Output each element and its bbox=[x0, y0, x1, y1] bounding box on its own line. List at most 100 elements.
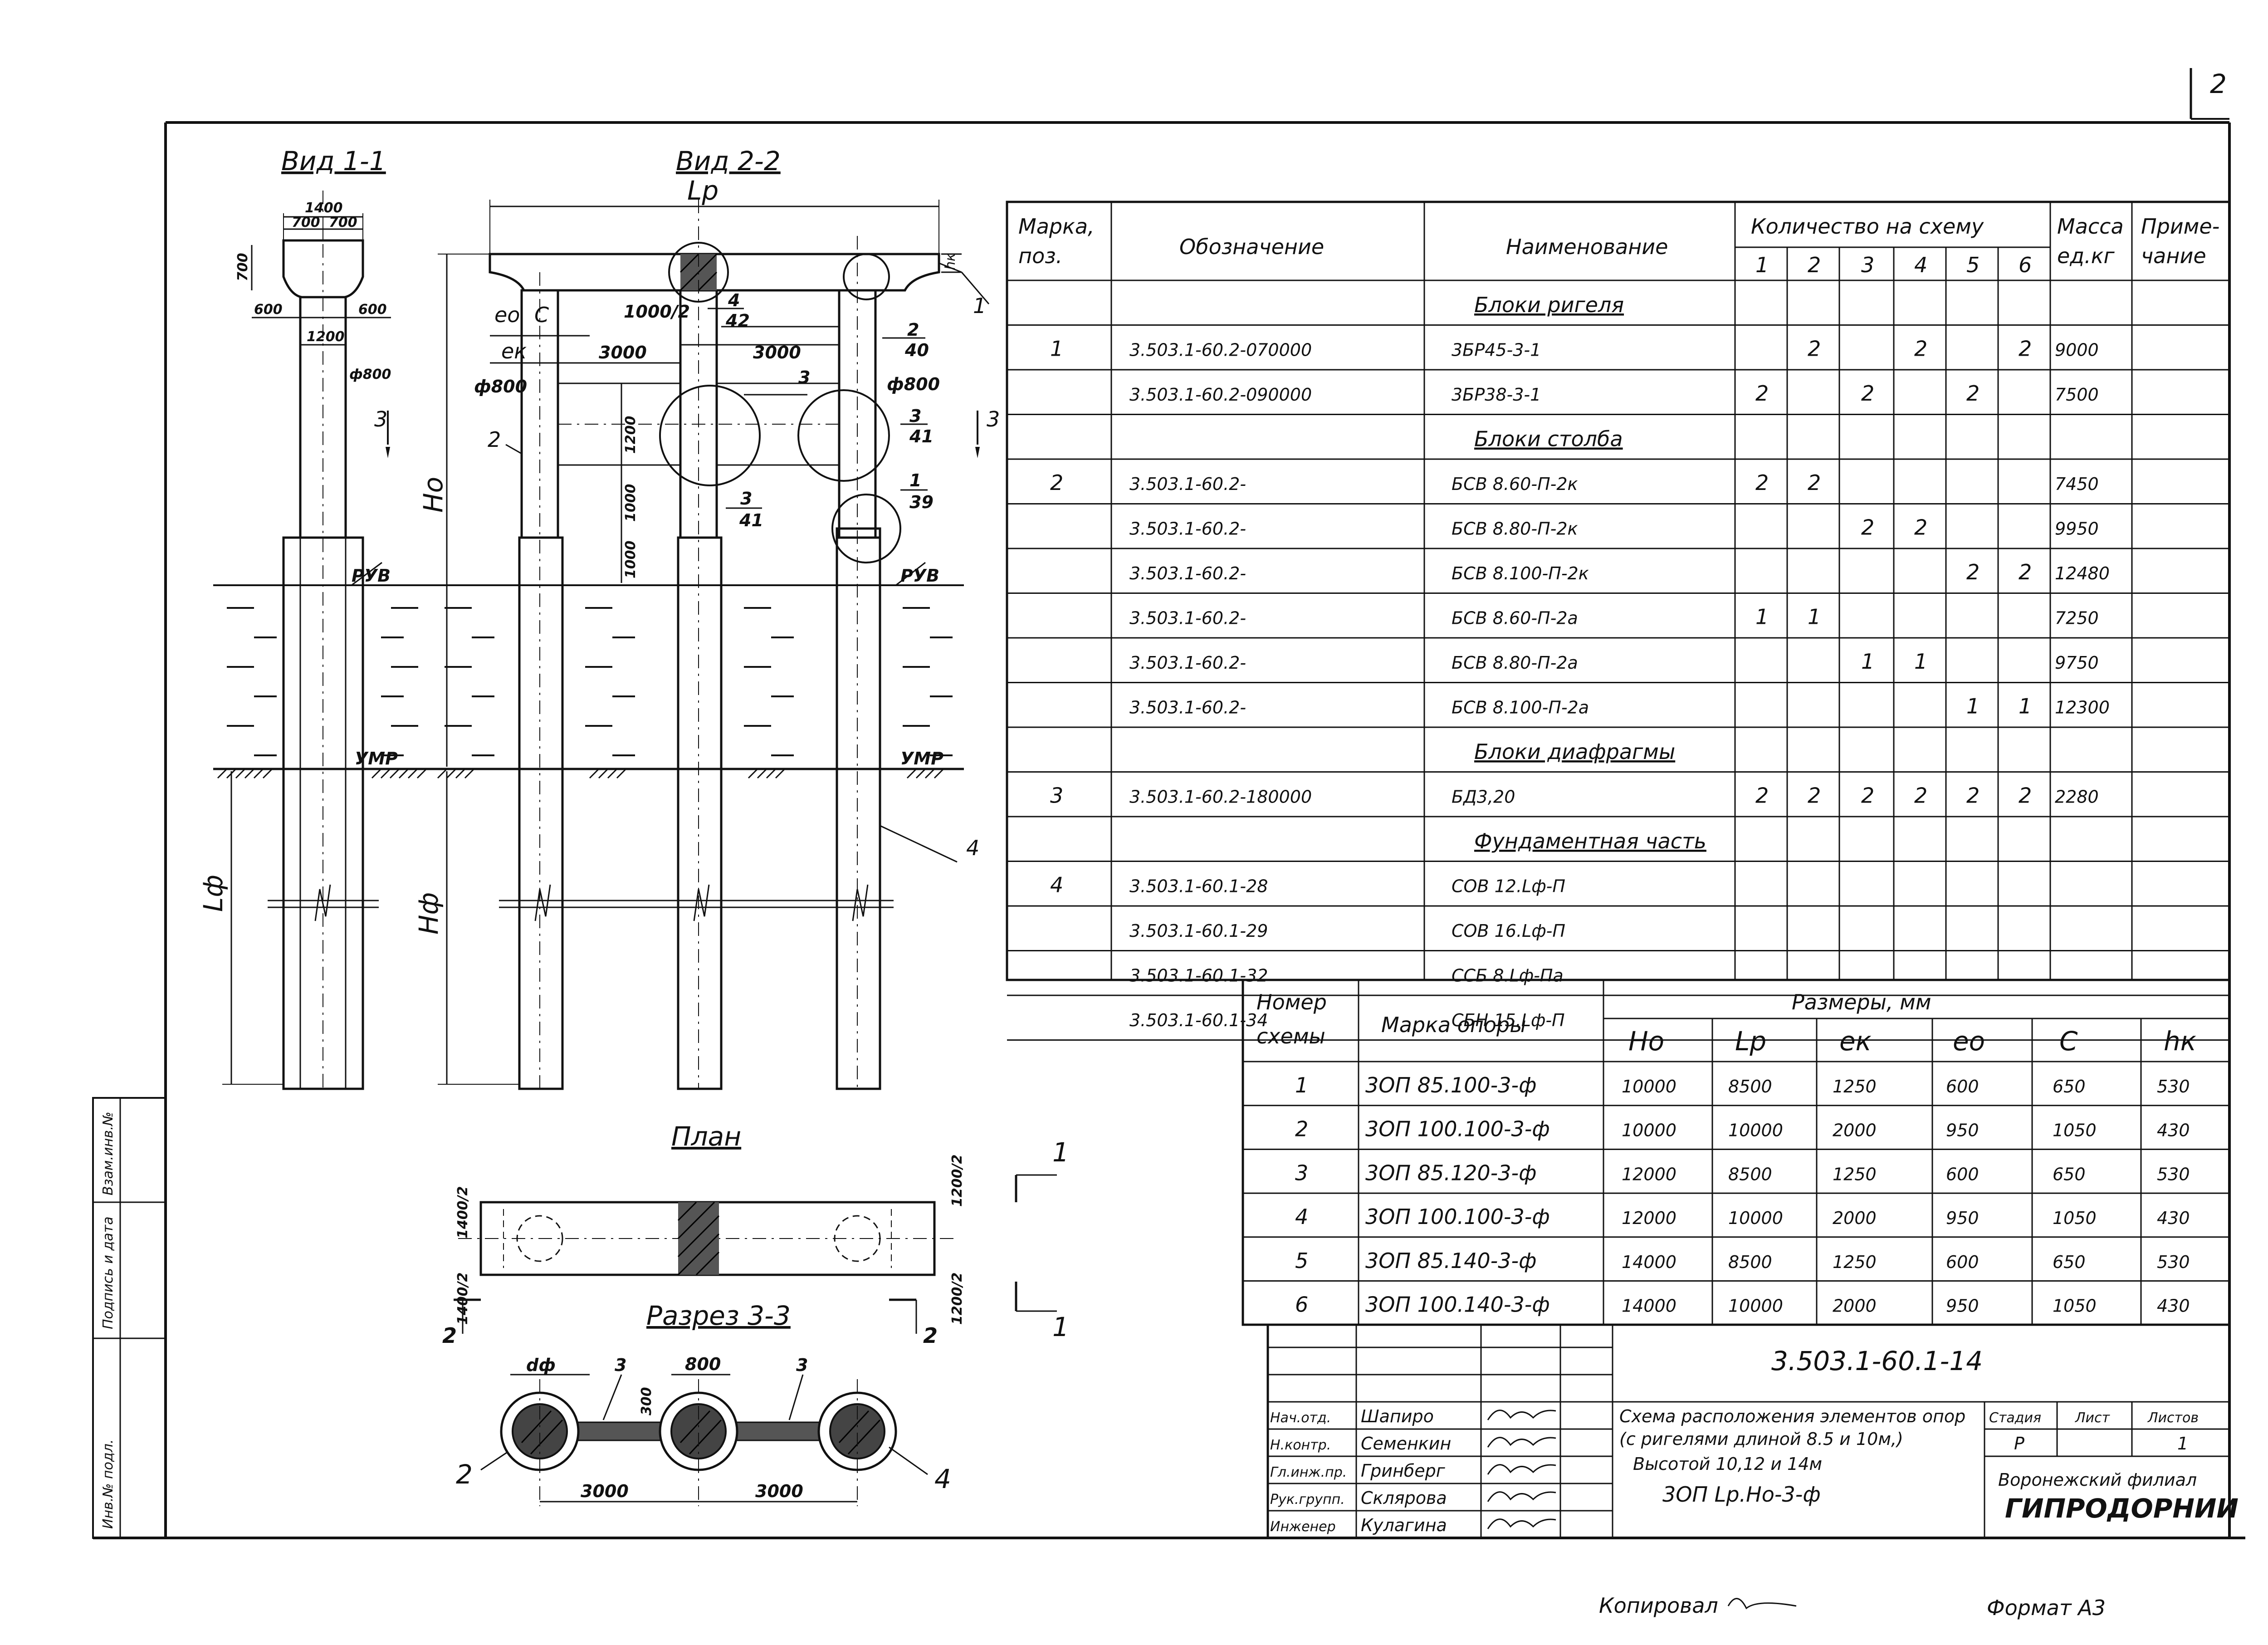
title-signature bbox=[1487, 1518, 1556, 1529]
spec-row-designation: 3.503.1-60.1-28 bbox=[1129, 876, 1268, 896]
title-desc-2: (с ригелями длиной 8.5 и 10м,) bbox=[1619, 1429, 1903, 1449]
stamp-inv: Инв.№ подл. bbox=[100, 1439, 116, 1529]
view22-title: Вид 2-2 bbox=[676, 146, 781, 176]
plan-s1b: 1 bbox=[1052, 1312, 1069, 1342]
plan-s2a: 2 bbox=[442, 1323, 457, 1348]
dims-row-value: 600 bbox=[1946, 1252, 1979, 1272]
spec-row-qty: 1 bbox=[1861, 649, 1874, 674]
spec-row-qty: 2 bbox=[1966, 783, 1980, 808]
spec-row-qty: 2 bbox=[1755, 783, 1769, 808]
section33-c2: 2 bbox=[456, 1459, 473, 1490]
spec-row-designation: 3.503.1-60.2- bbox=[1129, 519, 1246, 539]
view22-ymp: УМР bbox=[900, 749, 943, 769]
view22-ho: Но bbox=[418, 477, 449, 513]
spec-row-qty: 2 bbox=[1861, 783, 1874, 808]
section33-c3b: 3 bbox=[796, 1355, 808, 1375]
spec-row-name: БСВ 8.60-П-2к bbox=[1452, 474, 1578, 494]
view11-sec3: 3 bbox=[374, 407, 387, 431]
dims-row-value: 8500 bbox=[1728, 1252, 1772, 1272]
spec-row-mass: 7500 bbox=[2055, 385, 2099, 405]
dims-row-value: 430 bbox=[2157, 1208, 2190, 1228]
view22-phi800a: ф800 bbox=[474, 377, 527, 397]
section33-d300: 300 bbox=[639, 1387, 655, 1415]
title-org-2: ГИПРОДОРНИИ bbox=[2005, 1493, 2239, 1524]
dims-col-1: Lр bbox=[1735, 1026, 1766, 1057]
spec-group-title: Блоки диафрагмы bbox=[1474, 739, 1675, 764]
dims-row-value: 10000 bbox=[1622, 1077, 1677, 1097]
dims-row-value: 2000 bbox=[1833, 1208, 1877, 1228]
dims-row-value: 10000 bbox=[1728, 1208, 1783, 1228]
dims-row-value: 14000 bbox=[1622, 1296, 1677, 1316]
view22-c3c: 3 bbox=[740, 489, 752, 509]
section-3-3: Разрез 3-3 dф 800 3 3 300 3000 3000 2 bbox=[456, 1300, 951, 1506]
spec-row-name: СОВ 16.Lф-П bbox=[1452, 921, 1565, 941]
spec-row-mark: 2 bbox=[1050, 470, 1063, 495]
spec-row-name: 3БР38-3-1 bbox=[1452, 385, 1541, 405]
spec-row-qty: 2 bbox=[1914, 337, 1927, 361]
view22-d3000a: 3000 bbox=[599, 343, 647, 362]
spec-row-qty: 2 bbox=[1755, 381, 1769, 406]
dims-row-value: 1050 bbox=[2053, 1296, 2097, 1316]
dims-row-value: 1250 bbox=[1833, 1077, 1877, 1097]
dims-row-brand: 3ОП 85.120-3-ф bbox=[1365, 1160, 1536, 1185]
dims-row-brand: 3ОП 100.100-3-ф bbox=[1365, 1204, 1550, 1229]
view22-d1000b: 1000 bbox=[623, 541, 639, 579]
spec-header-name: Наименование bbox=[1506, 235, 1668, 259]
title-sheets-label: Листов bbox=[2147, 1410, 2199, 1426]
spec-row-designation: 3.503.1-60.1-32 bbox=[1129, 966, 1268, 986]
dims-row-value: 2000 bbox=[1833, 1121, 1877, 1141]
spec-row-qty: 2 bbox=[1861, 381, 1874, 406]
dims-row-scheme: 3 bbox=[1295, 1160, 1308, 1185]
plan-title: План bbox=[671, 1121, 741, 1152]
view22-c1b: 1 bbox=[909, 470, 921, 490]
dims-row-brand: 3ОП 100.100-3-ф bbox=[1365, 1117, 1550, 1141]
title-role: Гл.инж.пр. bbox=[1270, 1464, 1347, 1480]
side-stamp: Инв.№ подл. Подпись и дата Взам.инв.№ bbox=[92, 1097, 166, 1539]
dims-col-3: ео bbox=[1953, 1026, 1985, 1057]
view22-d1000a: 1000 bbox=[623, 484, 639, 522]
spec-row-qty: 1 bbox=[2019, 694, 2032, 719]
title-code: 3.503.1-60.1-14 bbox=[1771, 1346, 1983, 1376]
dims-row-value: 1050 bbox=[2053, 1208, 2097, 1228]
spec-row-designation: 3.503.1-60.2-070000 bbox=[1129, 340, 1312, 360]
spec-row-mark: 3 bbox=[1050, 783, 1063, 808]
dims-header-dims: Размеры, мм bbox=[1792, 990, 1931, 1014]
dims-row-scheme: 2 bbox=[1295, 1117, 1308, 1141]
dims-row-value: 8500 bbox=[1728, 1164, 1772, 1184]
spec-row-mass: 12480 bbox=[2055, 563, 2110, 583]
spec-row-designation: 3.503.1-60.2- bbox=[1129, 563, 1246, 583]
view11-d1400: 1400 bbox=[305, 200, 343, 216]
section33-d3000a: 3000 bbox=[581, 1481, 629, 1501]
dims-col-2: ек bbox=[1839, 1026, 1872, 1057]
section33-dphi: dф bbox=[526, 1355, 556, 1375]
view11-d600b: 600 bbox=[358, 302, 387, 318]
view22-sec3: 3 bbox=[987, 407, 1000, 431]
spec-header-mark2: поз. bbox=[1018, 244, 1062, 268]
spec-header-mass1: Масса bbox=[2057, 214, 2124, 239]
title-desc-1: Схема расположения элементов опор bbox=[1619, 1406, 1965, 1426]
spec-group-title: Фундаментная часть bbox=[1474, 829, 1706, 853]
title-signature bbox=[1487, 1464, 1556, 1475]
spec-row-qty: 2 bbox=[2019, 337, 2032, 361]
spec-qty-col-1: 1 bbox=[1755, 253, 1769, 277]
dims-row-scheme: 6 bbox=[1295, 1292, 1308, 1317]
spec-row-mark: 4 bbox=[1050, 873, 1063, 897]
view11-d600a: 600 bbox=[254, 302, 283, 318]
title-role: Нач.отд. bbox=[1270, 1410, 1331, 1426]
dims-row-value: 2000 bbox=[1833, 1296, 1877, 1316]
footer-format: Формат А3 bbox=[1987, 1596, 2106, 1620]
dims-row-scheme: 4 bbox=[1295, 1204, 1308, 1229]
title-desc-3: Высотой 10,12 и 14м bbox=[1633, 1454, 1822, 1474]
stamp-swap: Взам.инв.№ bbox=[100, 1111, 116, 1195]
section33-c4: 4 bbox=[934, 1464, 951, 1494]
view11-d700b: 700 bbox=[329, 215, 357, 230]
spec-row-qty: 1 bbox=[1808, 605, 1821, 629]
spec-row-qty: 1 bbox=[1755, 605, 1769, 629]
spec-row-name: СОВ 12.Lф-П bbox=[1452, 876, 1565, 896]
dims-row-value: 430 bbox=[2157, 1121, 2190, 1141]
dims-row-value: 600 bbox=[1946, 1077, 1979, 1097]
dims-row-value: 10000 bbox=[1728, 1296, 1783, 1316]
dims-row-value: 650 bbox=[2053, 1252, 2086, 1272]
